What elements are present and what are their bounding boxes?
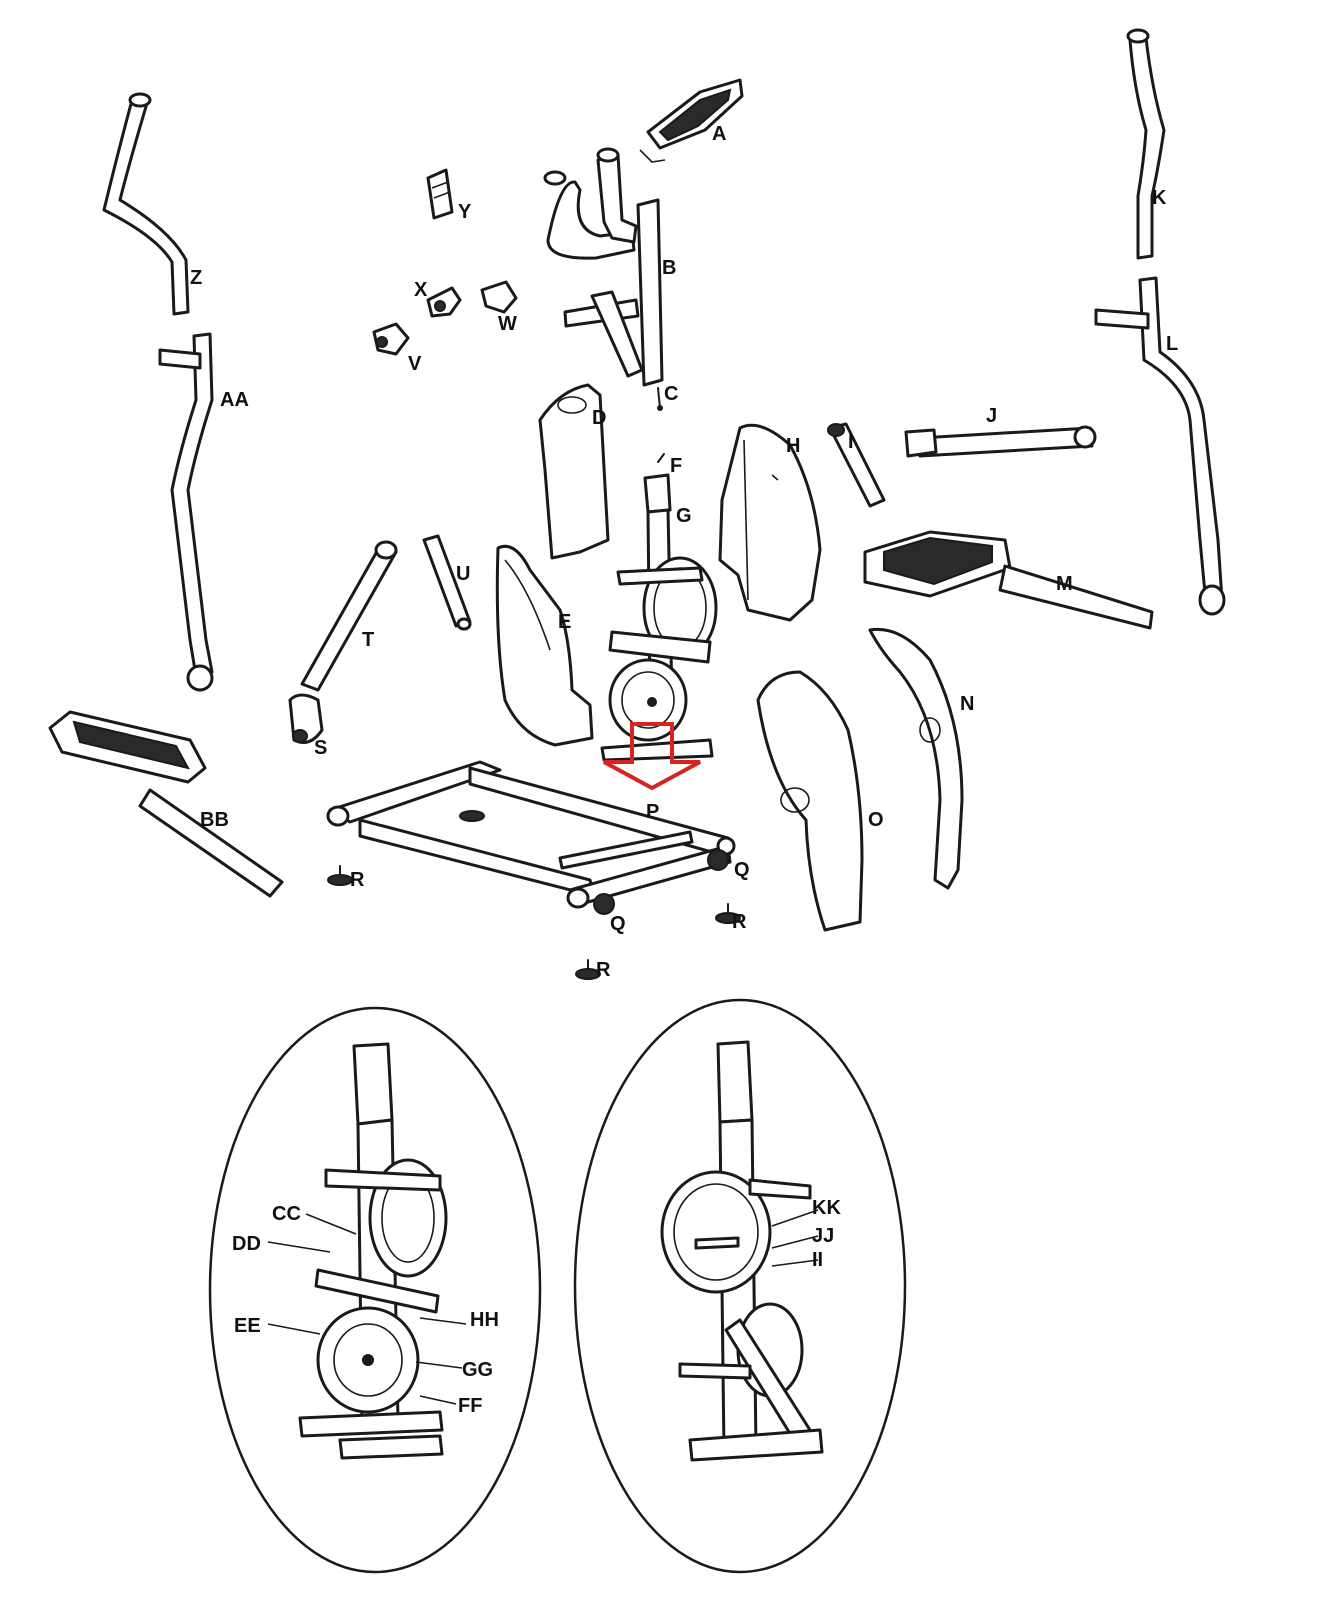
label-i: I	[848, 431, 854, 453]
part-t-left-arm	[300, 540, 398, 692]
part-o-front-cover	[756, 670, 864, 932]
label-jj: JJ	[812, 1225, 834, 1247]
part-v-end-cap	[372, 322, 410, 356]
part-n-shroud	[868, 627, 964, 890]
label-kk: KK	[812, 1197, 841, 1219]
label-bb: BB	[200, 809, 229, 831]
label-h: H	[786, 435, 800, 457]
part-s-left-arm-joint	[288, 693, 324, 744]
part-m-right-pedal	[863, 530, 1154, 630]
label-p: P	[646, 801, 659, 823]
part-g-frame-post	[600, 453, 718, 762]
part-z-left-handle-upper	[102, 92, 190, 316]
part-r-feet	[327, 865, 741, 980]
part-k-right-handle-upper	[1126, 28, 1166, 260]
label-y: Y	[458, 201, 472, 223]
part-p-base	[326, 722, 736, 909]
callout-right	[573, 998, 907, 1574]
part-a-console	[639, 78, 744, 163]
part-labels: A B C D E F G H I J K L M N O P Q Q R R …	[190, 123, 1178, 1417]
part-h-shroud	[718, 423, 822, 622]
label-q-right: Q	[734, 859, 750, 881]
label-g: G	[676, 505, 692, 527]
label-j: J	[986, 405, 997, 427]
label-q-left: Q	[610, 913, 626, 935]
part-i-link-arm	[827, 422, 886, 508]
label-cc: CC	[272, 1203, 301, 1225]
part-d-cover	[538, 383, 610, 560]
label-b: B	[662, 257, 676, 279]
label-l: L	[1166, 333, 1178, 355]
part-bb-left-pedal	[48, 710, 284, 898]
label-f: F	[670, 455, 682, 477]
part-b-upright	[543, 147, 664, 387]
label-r-left: R	[350, 869, 365, 891]
part-j-crank-arm	[904, 425, 1097, 458]
label-z: Z	[190, 267, 202, 289]
label-n: N	[960, 693, 974, 715]
part-q-casters	[593, 849, 729, 915]
part-aa-left-handle-lower	[158, 332, 214, 692]
label-r-right: R	[732, 911, 747, 933]
label-ff: FF	[458, 1395, 482, 1417]
label-c: C	[664, 383, 678, 405]
label-s: S	[314, 737, 327, 759]
label-ii: II	[812, 1249, 823, 1271]
label-dd: DD	[232, 1233, 261, 1255]
part-e-shroud	[495, 544, 594, 747]
label-gg: GG	[462, 1359, 493, 1381]
part-l-right-handle-lower	[1094, 276, 1226, 616]
label-r-bottom: R	[596, 959, 611, 981]
label-t: T	[362, 629, 374, 651]
label-a: A	[712, 123, 726, 145]
label-m: M	[1056, 573, 1073, 595]
part-c-bolt	[657, 387, 663, 411]
label-d: D	[592, 407, 606, 429]
label-v: V	[408, 353, 422, 375]
part-y-bracket	[426, 168, 454, 220]
label-x: X	[414, 279, 428, 301]
label-w: W	[498, 313, 517, 335]
label-aa: AA	[220, 389, 249, 411]
label-hh: HH	[470, 1309, 499, 1331]
part-x-end-cap	[426, 286, 462, 318]
label-k: K	[1152, 187, 1167, 209]
label-u: U	[456, 563, 470, 585]
part-u-left-link	[422, 534, 472, 631]
label-ee: EE	[234, 1315, 261, 1337]
callout-left	[208, 1006, 542, 1574]
highlight-arrow	[603, 722, 701, 791]
label-e: E	[558, 611, 571, 633]
part-w-end-cap	[480, 280, 518, 314]
label-o: O	[868, 809, 884, 831]
